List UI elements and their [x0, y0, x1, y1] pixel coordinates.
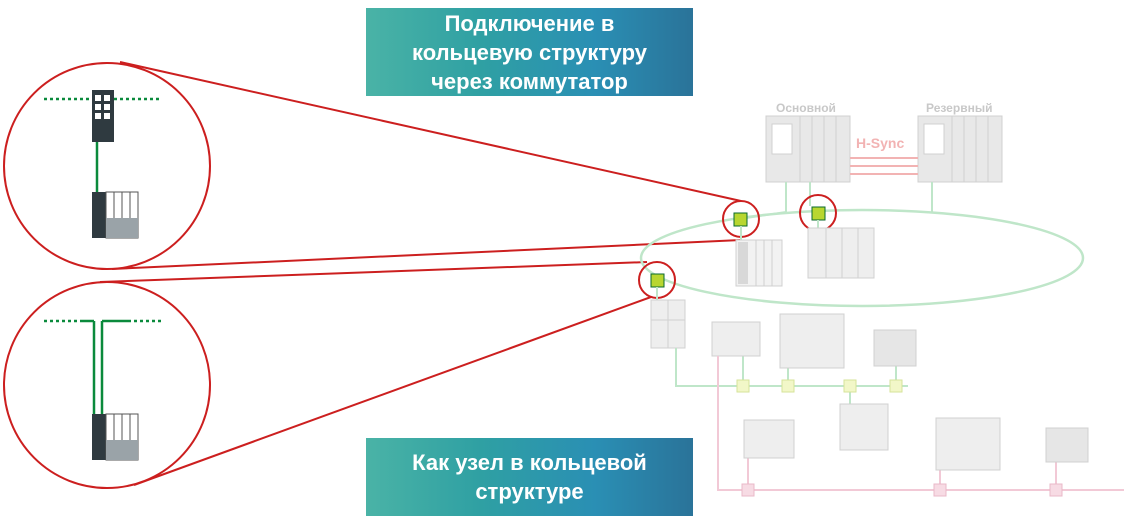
io-station-lower	[650, 287, 686, 349]
pink-devices	[743, 417, 1089, 471]
rack-module-ring	[807, 220, 875, 279]
zoom-circle-node	[3, 281, 211, 489]
banner-bottom-line2: структуре	[475, 479, 584, 504]
backup-controller-label: Резервный	[926, 101, 993, 115]
pink-bus-nodes	[741, 483, 1063, 497]
banner-top-line3: через коммутатор	[431, 68, 628, 94]
banner-bottom-line1: Как узел в кольцевой	[412, 450, 647, 475]
switch-icon	[92, 90, 114, 142]
banner-top-line1: Подключение в	[444, 10, 615, 36]
banner-top-line2: кольцевую структуру	[411, 39, 648, 65]
switch-connection-banner: Подключение в кольцевую структуру через …	[366, 8, 693, 96]
hsync-label: H-Sync	[856, 135, 905, 151]
io-module-icon	[92, 191, 139, 239]
io-module-ring	[735, 226, 783, 287]
zoom-circle-switch	[3, 62, 211, 270]
lower-bus-nodes	[736, 379, 903, 393]
main-controller-label: Основной	[776, 101, 836, 115]
main-controller	[765, 115, 851, 183]
hsync-link	[850, 157, 918, 175]
ring-node-banner: Как узел в кольцевой структуре	[366, 438, 693, 516]
ring-network	[639, 208, 1085, 308]
lower-devices	[711, 313, 917, 451]
backup-controller	[917, 115, 1003, 183]
zoom-lines	[99, 61, 742, 486]
io-module-icon-2	[92, 413, 139, 461]
